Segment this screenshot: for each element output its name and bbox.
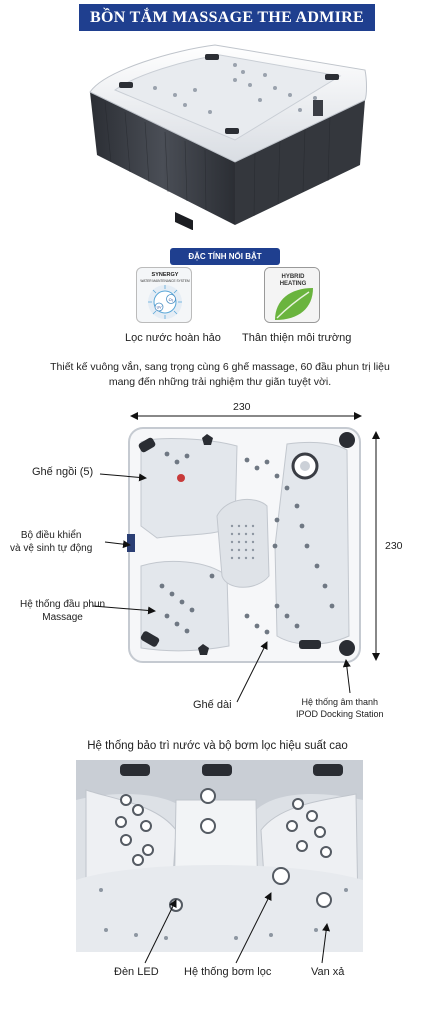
callout-audio-line-2: IPOD Docking Station [296,709,384,719]
hybrid-heating-icon: HYBRID HEATING [264,267,320,323]
synergy-icon: SYNERGY WATER MAINTENANCE SYSTEM O₃ UV [136,267,192,323]
synergy-icon-text: SYNERGY [152,272,179,278]
callout-led-light: Đèn LED [114,966,159,978]
callout-drain-valve: Van xả [311,966,345,978]
synergy-icon-subtext: WATER MAINTENANCE SYSTEM [140,279,190,283]
hybrid-icon-text: HYBRID [281,274,305,280]
callout-seats: Ghế ngồi (5) [32,466,94,478]
synergy-icon-uv: UV [157,306,163,310]
feature-label-water-filter: Lọc nước hoàn hảo [125,332,221,344]
callout-jets-line-2: Massage [42,612,83,623]
callout-jets: Hệ thống đầu phun Massage [20,598,105,624]
hot-tub-plan-view [127,427,361,663]
section-heading-maintenance: Hệ thống bảo trì nước và bộ bơm lọc hiệu… [87,740,348,752]
callout-controller-line-1: Bộ điều khiển [20,530,82,541]
height-dimension-label: 230 [385,540,403,552]
description-line-2: mang đến những trải nghiệm thư giãn tuyệ… [108,376,332,388]
callout-lounger: Ghế dài [193,699,232,711]
callout-controller: Bộ điều khiển và vệ sinh tự động [10,529,92,555]
product-description: Thiết kế vuông vắn, sang trọng cùng 6 gh… [20,360,420,390]
width-dimension-label: 230 [233,401,251,413]
features-badge: ĐẶC TÍNH NỔI BẬT [170,248,280,265]
callout-controller-line-2: và vệ sinh tự động [10,543,93,554]
callout-filter-pump: Hệ thống bơm lọc [184,966,272,978]
hot-tub-hero-image [89,44,367,230]
hybrid-icon-subtext: HEATING [280,281,307,287]
callout-audio-line-1: Hệ thống âm thanh [301,697,379,707]
callout-audio: Hệ thống âm thanh IPOD Docking Station [296,696,384,720]
hot-tub-interior-image [76,760,363,952]
page-title: BỒN TẮM MASSAGE THE ADMIRE [79,4,375,31]
feature-label-eco-friendly: Thân thiện môi trường [242,332,352,344]
callout-jets-line-1: Hệ thống đầu phun [20,599,106,610]
synergy-icon-o3: O₃ [169,297,174,302]
description-line-1: Thiết kế vuông vắn, sang trọng cùng 6 gh… [50,361,390,373]
